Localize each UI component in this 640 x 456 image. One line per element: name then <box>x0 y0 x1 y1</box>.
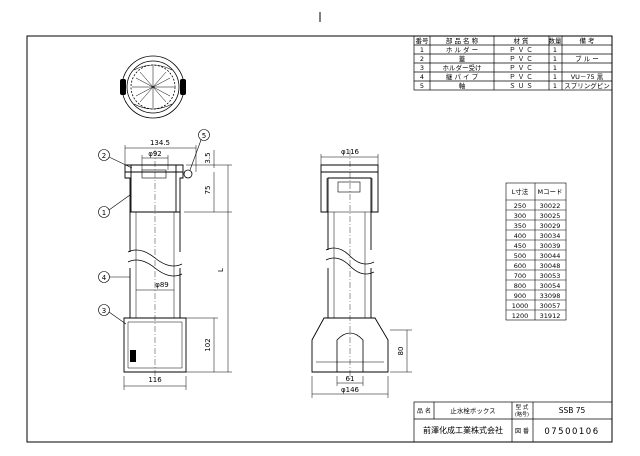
size-cell-length: 1200 <box>512 312 529 320</box>
parts-row-name: 継 パ イ プ <box>446 72 479 81</box>
parts-header-no: 番号 <box>416 37 430 45</box>
parts-header-material: 材 質 <box>513 36 529 45</box>
front-dimensions <box>123 145 232 390</box>
callout-4: 4 <box>102 274 107 282</box>
parts-row-no: 3 <box>420 64 424 72</box>
size-cell-code: 30025 <box>540 212 561 220</box>
parts-header-name: 部 品 名 称 <box>446 36 479 45</box>
size-cell-length: 400 <box>514 232 526 240</box>
dim-side-base-height: 80 <box>397 347 405 356</box>
callout-2: 2 <box>102 152 106 160</box>
size-cell-length: 350 <box>514 222 526 230</box>
parts-table <box>413 35 613 91</box>
size-cell-length: 300 <box>514 212 526 220</box>
parts-row-material: Ｐ Ｖ Ｃ <box>509 73 533 81</box>
parts-row-qty: 1 <box>553 82 557 90</box>
size-table <box>505 182 567 321</box>
callout-labels: 2 1 4 3 5 <box>102 132 206 315</box>
title-block <box>413 401 613 443</box>
parts-row-material: Ｐ Ｖ Ｃ <box>509 64 533 72</box>
parts-row-qty: 1 <box>553 64 557 72</box>
dim-side-base-dia: φ146 <box>341 386 360 394</box>
title-drawing-label: 図 番 <box>515 428 529 435</box>
size-header-length: L寸法 <box>512 187 529 196</box>
dim-total-length: L <box>217 268 225 272</box>
title-block-text: 品 名 止水栓ボックス 型 式 (略号) SSB 75 前澤化成工業株式会社 図… <box>417 403 599 437</box>
parts-row-name: ホルダー受け <box>443 63 482 72</box>
dim-lid-dia: φ92 <box>148 150 162 158</box>
dim-side-top-dia: φ116 <box>341 148 360 156</box>
size-cell-code: 30029 <box>540 222 561 230</box>
size-table-text: L寸法 Mコード 250 30022 300 30025 350 30029 4… <box>512 187 563 320</box>
callout-1: 1 <box>102 209 106 217</box>
title-model-value: SSB 75 <box>559 406 586 415</box>
dim-pipe-dia: φ89 <box>155 281 169 289</box>
drawing-border <box>26 35 613 443</box>
size-cell-code: 30057 <box>540 302 561 310</box>
title-company: 前澤化成工業株式会社 <box>423 425 503 435</box>
size-cell-code: 30034 <box>540 232 561 240</box>
size-cell-code: 30053 <box>540 272 561 280</box>
side-view <box>311 150 389 380</box>
parts-header-qty: 数量 <box>549 36 563 45</box>
size-cell-code: 31912 <box>540 312 561 320</box>
parts-row-name: ホ ル ダ ー <box>446 45 478 54</box>
parts-row-material: Ｐ Ｖ Ｃ <box>509 46 533 54</box>
size-cell-code: 30044 <box>540 252 561 260</box>
parts-header-note: 備 考 <box>579 36 595 45</box>
parts-row-no: 4 <box>420 73 424 81</box>
parts-row-no: 5 <box>420 82 424 90</box>
size-cell-length: 450 <box>514 242 526 250</box>
size-cell-code: 30022 <box>540 202 561 210</box>
size-cell-code: 30039 <box>540 242 561 250</box>
parts-row-qty: 1 <box>553 73 557 81</box>
parts-row-note: スプリングピン <box>564 81 610 90</box>
dim-base-height: 102 <box>204 338 212 351</box>
parts-row-note: VU－75 黒 <box>571 73 604 81</box>
size-header-code: Mコード <box>537 188 562 196</box>
parts-row-qty: 1 <box>553 55 557 63</box>
parts-row-qty: 1 <box>553 46 557 54</box>
top-view-lid <box>120 55 186 119</box>
size-cell-code: 30054 <box>540 282 561 290</box>
parts-row-note: ブ ル ー <box>575 54 599 63</box>
title-model-label-sub: (略号) <box>515 411 529 418</box>
parts-row-material: Ｓ Ｕ Ｓ <box>509 82 533 90</box>
parts-row-material: Ｐ Ｖ Ｃ <box>509 55 533 63</box>
front-view <box>123 150 193 380</box>
title-model-label: 型 式 <box>516 403 529 411</box>
front-dimension-labels: 134.5 φ92 3.5 75 L φ89 102 116 <box>148 139 225 384</box>
dim-holder-height: 75 <box>204 186 212 195</box>
size-cell-length: 900 <box>514 292 526 300</box>
size-cell-code: 33098 <box>540 292 561 300</box>
dim-base-width: 116 <box>148 376 162 384</box>
title-name-value: 止水栓ボックス <box>450 406 495 415</box>
parts-row-name: 軸 <box>459 81 466 90</box>
size-cell-length: 600 <box>514 262 526 270</box>
size-cell-length: 800 <box>514 282 526 290</box>
parts-row-no: 2 <box>420 55 424 63</box>
side-dimensions <box>311 154 412 398</box>
size-cell-length: 500 <box>514 252 526 260</box>
callout-3: 3 <box>102 307 106 315</box>
side-dimension-labels: φ116 80 61 φ146 <box>341 148 405 394</box>
callouts <box>98 129 210 325</box>
dim-lid-gap: 3.5 <box>204 152 212 163</box>
dim-top-width: 134.5 <box>150 139 170 147</box>
title-name-label: 品 名 <box>417 407 431 415</box>
callout-5: 5 <box>202 132 206 140</box>
size-cell-length: 1000 <box>512 302 529 310</box>
parts-row-name: 蓋 <box>459 54 466 63</box>
title-drawing-no: 07500106 <box>544 427 599 437</box>
parts-row-no: 1 <box>420 46 424 54</box>
parts-table-text: 番号 部 品 名 称 材 質 数量 備 考 1 ホ ル ダ ー Ｐ Ｖ Ｃ 1 … <box>416 36 610 90</box>
size-cell-length: 700 <box>514 272 526 280</box>
size-cell-code: 30048 <box>540 262 561 270</box>
dim-side-slot-width: 61 <box>346 375 355 383</box>
size-cell-length: 250 <box>514 202 526 210</box>
